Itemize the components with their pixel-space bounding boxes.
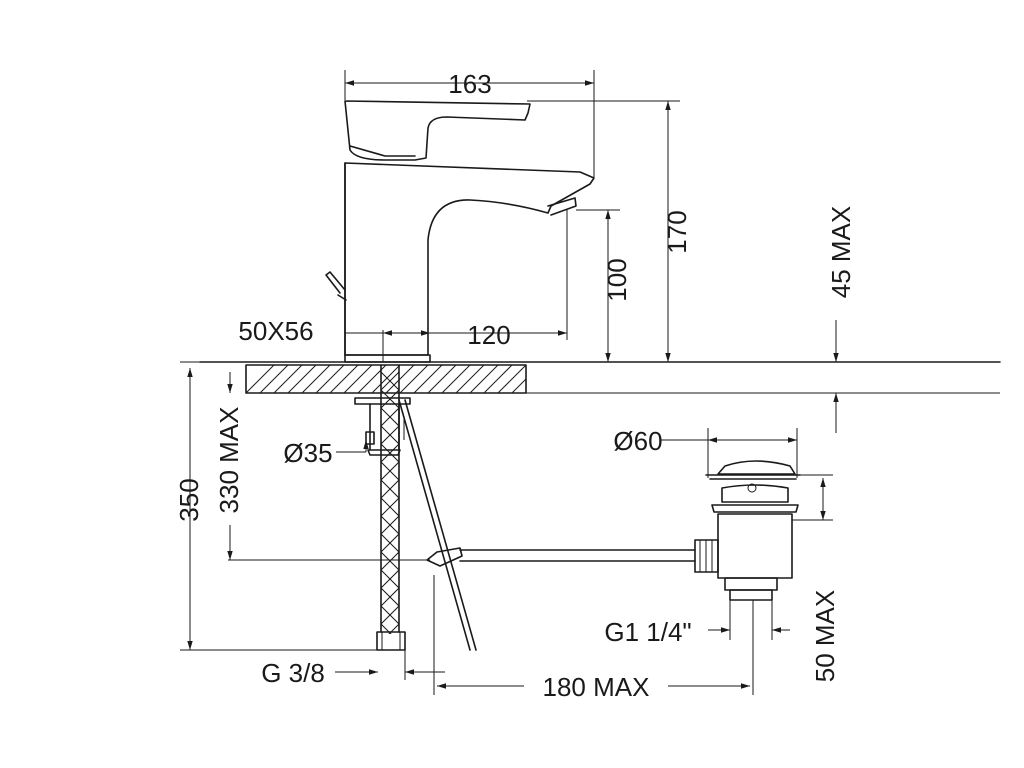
hose-length-label: 350 <box>174 478 204 521</box>
base-size-label: 50X56 <box>238 316 313 346</box>
faucet-body <box>325 100 595 363</box>
deck-section <box>199 361 1001 394</box>
rod-length-label: 330 MAX <box>214 407 244 514</box>
flexible-hose <box>376 364 406 651</box>
dimension-labels: 163 170 100 120 50X56 45 MAX Ø35 350 330… <box>174 69 856 702</box>
waste-thread-label: G1 1/4" <box>604 617 691 647</box>
reach-label: 120 <box>467 320 510 350</box>
waste-diameter-label: Ø60 <box>613 426 662 456</box>
hose-thread-label: G 3/8 <box>261 658 325 688</box>
deck-thickness-label: 45 MAX <box>826 206 856 299</box>
spout-height-label: 100 <box>602 258 632 301</box>
hole-diameter-label: Ø35 <box>283 438 332 468</box>
height-label: 170 <box>662 210 692 253</box>
popup-waste <box>694 460 801 601</box>
rod-reach-label: 180 MAX <box>543 672 650 702</box>
popup-rod <box>398 399 696 651</box>
width-label: 163 <box>448 69 491 99</box>
dimension-lines <box>180 70 839 695</box>
waste-height-label: 50 MAX <box>810 590 840 683</box>
